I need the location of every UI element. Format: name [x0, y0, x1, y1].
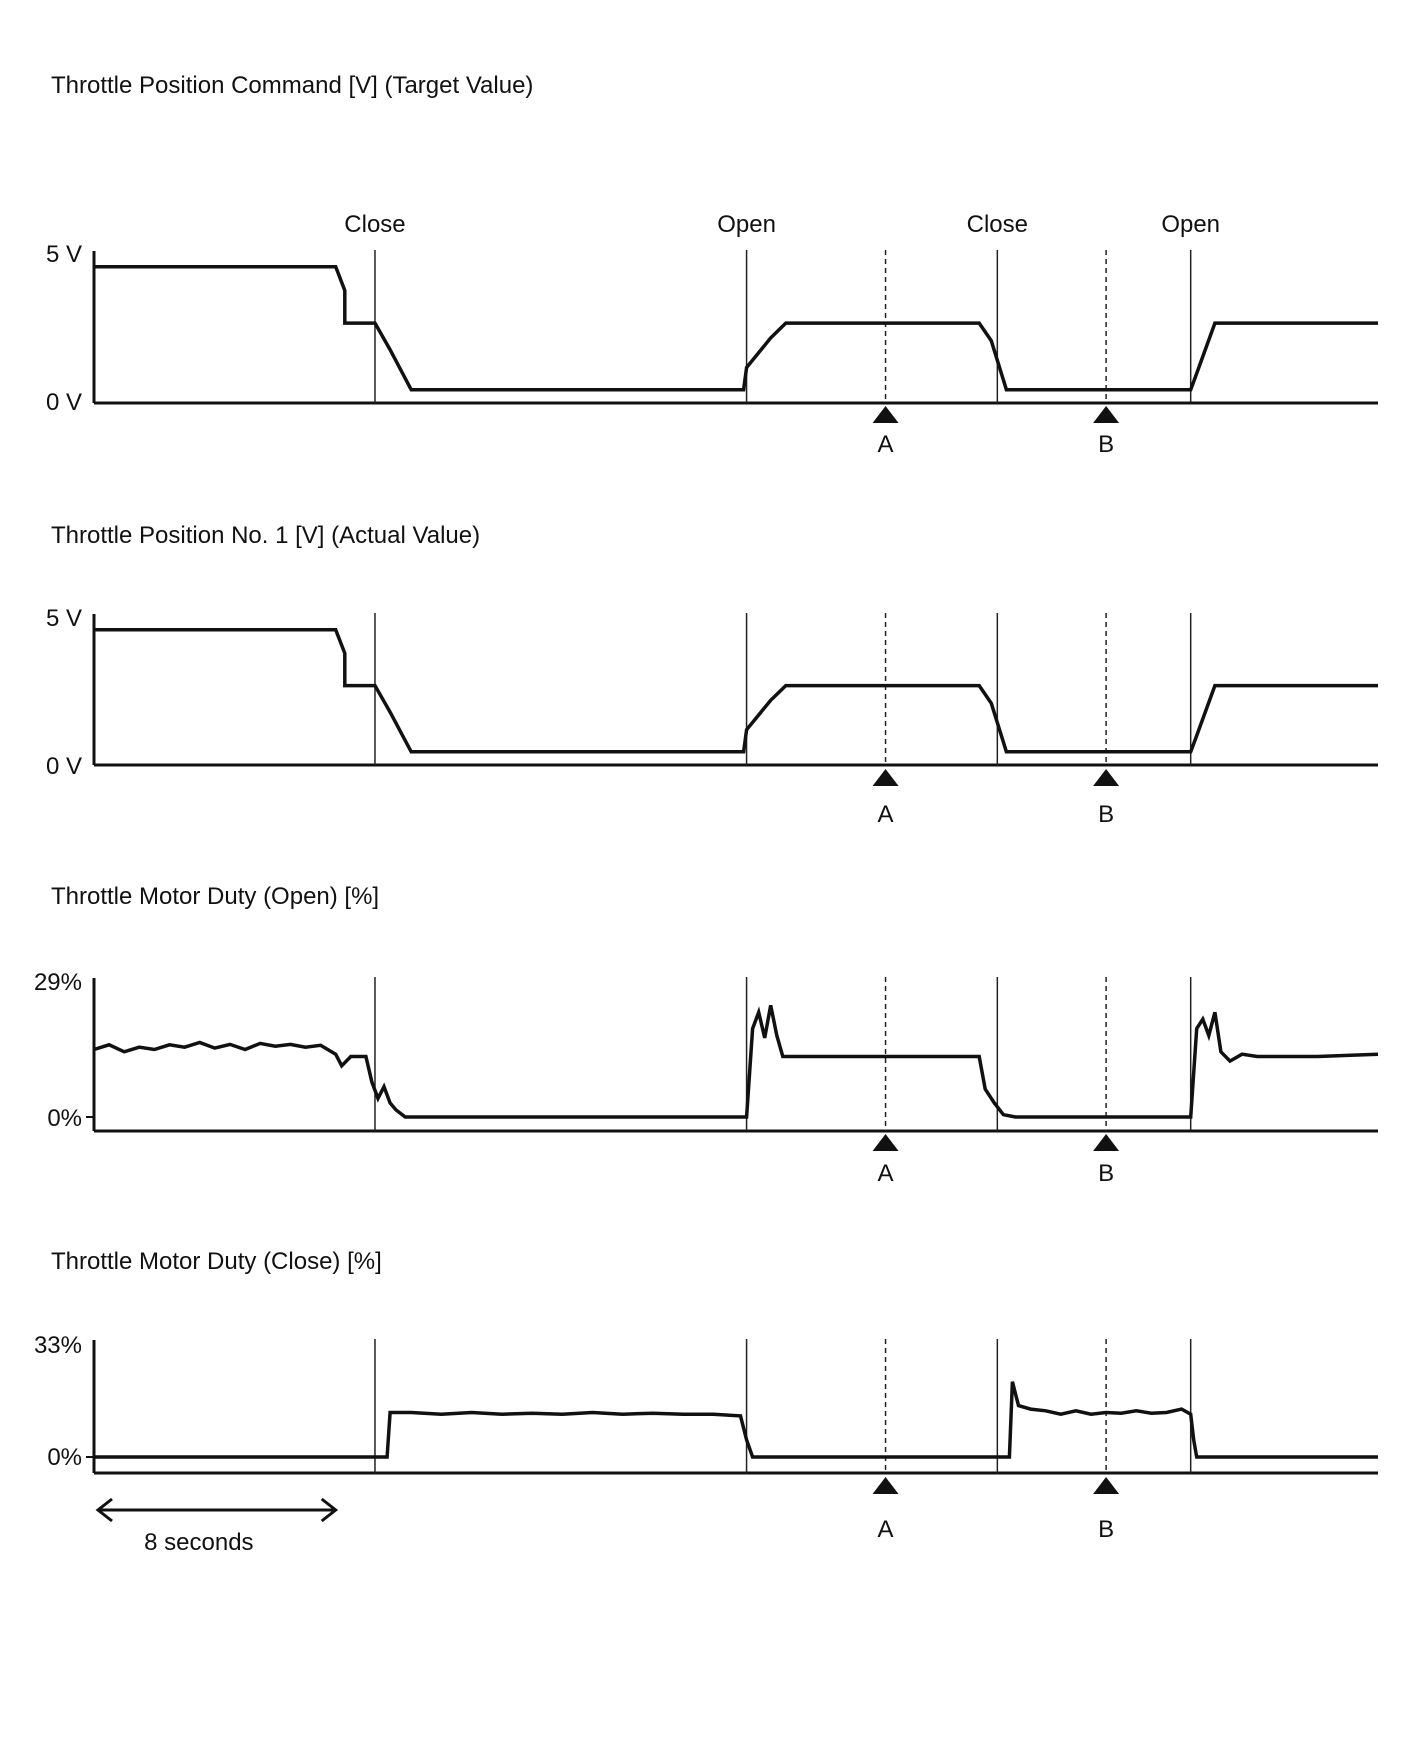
- series-line: [93, 1004, 1379, 1119]
- marker-label: A: [878, 431, 894, 458]
- event-label: Close: [967, 211, 1028, 238]
- chart-panel-2: Throttle Position No. 1 [V] (Actual Valu…: [46, 522, 1378, 828]
- marker-label: A: [878, 1160, 894, 1187]
- marker-label: B: [1098, 1160, 1114, 1187]
- event-label: Open: [717, 211, 776, 238]
- marker-triangle: [1093, 406, 1120, 423]
- y-tick-label: 5 V: [46, 241, 82, 268]
- marker-triangle: [872, 1134, 899, 1151]
- chart-panel-4: Throttle Motor Duty (Close) [%] 33% 0% A B: [34, 1248, 1378, 1543]
- event-label: Open: [1161, 211, 1220, 238]
- y-tick-label: 33%: [34, 1332, 82, 1359]
- marker-triangle: [1093, 1477, 1120, 1494]
- y-tick-label: 0 V: [46, 389, 82, 416]
- marker-triangle: [872, 769, 899, 786]
- scale-bar: 8 seconds: [95, 1497, 339, 1556]
- marker-triangle: [1093, 769, 1120, 786]
- y-tick-label: 0%: [47, 1105, 82, 1132]
- series-line: [94, 628, 1378, 754]
- series-line: [94, 265, 1378, 392]
- chart-panel-3: Throttle Motor Duty (Open) [%] 29% 0% A B: [34, 883, 1379, 1187]
- y-tick-label: 29%: [34, 969, 82, 996]
- marker-label: A: [878, 1516, 894, 1543]
- marker-label: B: [1098, 1516, 1114, 1543]
- chart-panel-1: Throttle Position Command [V] (Target Va…: [46, 72, 1378, 458]
- y-tick-label: 0%: [47, 1444, 82, 1471]
- marker-triangle: [872, 1477, 899, 1494]
- y-tick-label: 5 V: [46, 605, 82, 632]
- marker-triangle: [1093, 1134, 1120, 1151]
- event-label: Close: [344, 211, 405, 238]
- marker-label: A: [878, 801, 894, 828]
- marker-label: B: [1098, 431, 1114, 458]
- chart-title: Throttle Position No. 1 [V] (Actual Valu…: [51, 522, 480, 549]
- scale-bar-label: 8 seconds: [144, 1529, 253, 1556]
- marker-label: B: [1098, 801, 1114, 828]
- chart-title: Throttle Motor Duty (Close) [%]: [51, 1248, 382, 1275]
- series-line: [94, 1381, 1378, 1459]
- scale-bar-arrow-right: [320, 1497, 339, 1523]
- marker-triangle: [872, 406, 899, 423]
- y-tick-label: 0 V: [46, 753, 82, 780]
- chart-title: Throttle Motor Duty (Open) [%]: [51, 883, 379, 910]
- scale-bar-arrow-left: [95, 1497, 113, 1523]
- chart-title: Throttle Position Command [V] (Target Va…: [51, 72, 533, 99]
